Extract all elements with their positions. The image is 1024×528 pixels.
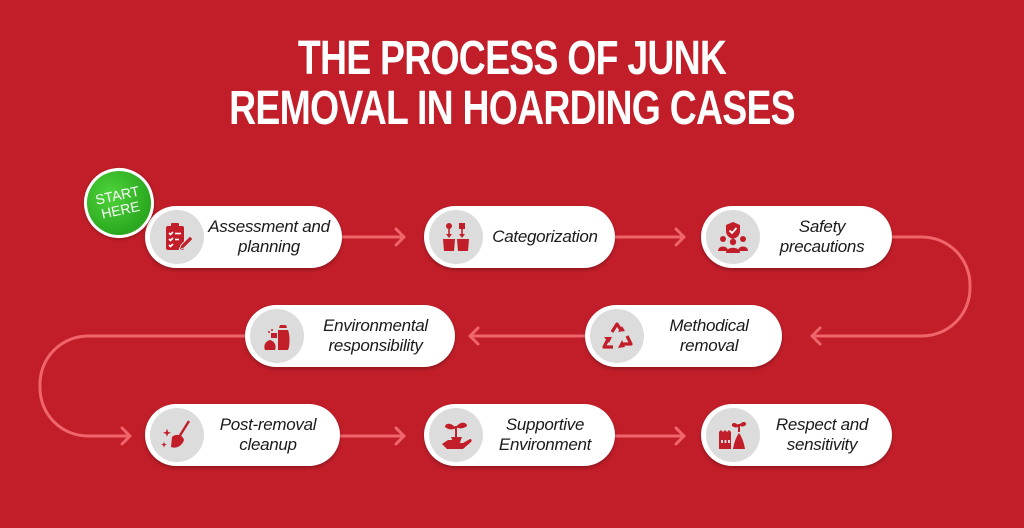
step-label: Supportive Environment	[498, 415, 592, 454]
arrow-head-icon	[810, 326, 822, 346]
arrow-head-icon	[674, 227, 686, 247]
title-line-1: THE PROCESS OF JUNK	[297, 32, 727, 85]
step-assessment-and-planning: Assessment and planning	[145, 206, 342, 268]
step-label: Assessment and planning	[208, 217, 330, 256]
arrow-head-icon	[468, 326, 480, 346]
garbage-bags-icon	[250, 309, 304, 363]
title-line-2: REMOVAL IN HOARDING CASES	[229, 82, 795, 135]
hand-plant-icon	[429, 408, 483, 462]
broom-sparkle-icon	[150, 408, 204, 462]
connector-5-6	[38, 334, 247, 438]
arrow-head-icon	[394, 227, 406, 247]
step-post-removal-cleanup: Post-removal cleanup	[145, 404, 340, 466]
factory-plant-icon	[706, 408, 760, 462]
shield-team-icon	[706, 210, 760, 264]
step-label: Methodical removal	[669, 316, 749, 355]
arrow-head-icon	[394, 426, 406, 446]
step-label: Environmental responsibility	[323, 316, 428, 355]
step-methodical-removal: Methodical removal	[585, 305, 782, 367]
step-label: Post-removal cleanup	[219, 415, 317, 454]
arrow-head-icon	[120, 426, 132, 446]
connector-3-4	[810, 235, 972, 338]
step-label: Respect and sensitivity	[775, 415, 869, 454]
step-safety-precautions: Safety precautions	[701, 206, 892, 268]
recycle-icon	[590, 309, 644, 363]
infographic-title: THE PROCESS OF JUNK REMOVAL IN HOARDING …	[113, 34, 912, 134]
step-categorization: Categorization	[424, 206, 615, 268]
step-supportive-environment: Supportive Environment	[424, 404, 615, 466]
step-respect-and-sensitivity: Respect and sensitivity	[701, 404, 892, 466]
step-label: Categorization	[492, 227, 598, 246]
sorting-bins-icon	[429, 210, 483, 264]
step-label: Safety precautions	[779, 217, 865, 256]
arrow-head-icon	[674, 426, 686, 446]
step-environmental-responsibility: Environmental responsibility	[245, 305, 455, 367]
clipboard-checklist-icon	[150, 210, 204, 264]
